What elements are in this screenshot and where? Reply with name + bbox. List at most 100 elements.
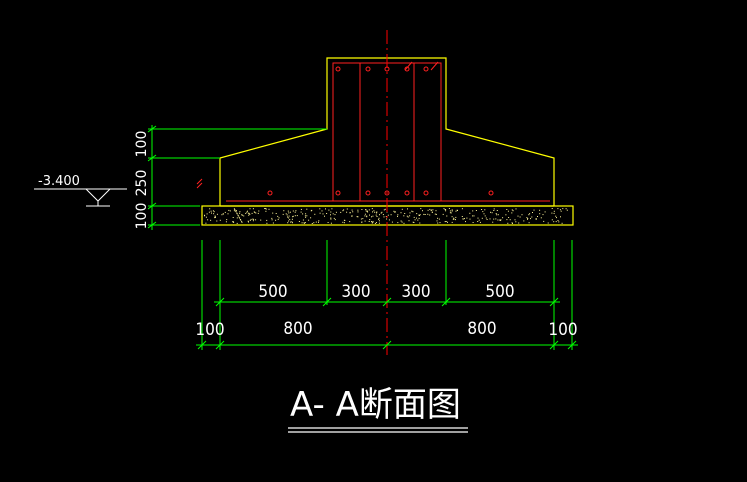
hatch-speckle (400, 220, 402, 222)
hatch-speckle (216, 220, 218, 222)
hatch-speckle (484, 209, 486, 211)
hatch-speckle (278, 217, 280, 219)
hatch-speckle (266, 219, 268, 221)
hatch-speckle (382, 214, 384, 216)
hatch-speckle (420, 208, 422, 210)
hatch-speckle (314, 213, 316, 215)
hatch-speckle (412, 221, 414, 223)
elevation-marker: -3.400 (34, 174, 127, 207)
hatch-speckle (236, 213, 238, 215)
hatch-speckle (322, 213, 324, 215)
hatch-speckle (207, 219, 209, 221)
hatch-speckle (401, 221, 403, 223)
hatch-speckle (401, 208, 403, 210)
hatch-speckle (343, 219, 345, 221)
hatch-speckle (455, 216, 457, 218)
hatch-speckle (544, 211, 546, 213)
hatch-speckle (451, 210, 453, 212)
hatch-speckle (292, 216, 294, 218)
hatch-speckle (419, 215, 420, 216)
hatch-speckle (304, 222, 306, 224)
hatch-speckle (325, 208, 326, 210)
hatch-speckle (251, 212, 253, 214)
hatch-speckle (265, 208, 267, 209)
hatch-speckle (472, 210, 474, 212)
hatch-speckle (364, 220, 366, 222)
hatch-speckle (400, 212, 402, 214)
hatch-speckle (378, 217, 380, 219)
hatch-speckle (243, 215, 245, 217)
hatch-speckle (301, 222, 303, 224)
hatch-speckle (275, 213, 277, 214)
hatch-speckle (294, 215, 296, 217)
hatch-speckle (282, 213, 284, 215)
hatch-speckle (365, 209, 367, 211)
hatch-speckle (246, 211, 248, 213)
hatch-speckle (448, 208, 450, 209)
hatch-speckle (530, 218, 531, 220)
hatch-speckle (260, 219, 262, 221)
hatch-speckle (265, 210, 267, 212)
dimension-row-2 (196, 340, 578, 350)
hatch-speckle (532, 212, 533, 213)
hatch-speckle (493, 218, 495, 220)
hatch-speckle (559, 209, 561, 211)
hatch-speckle (214, 217, 216, 219)
hatch-speckle (443, 208, 445, 210)
hatch-speckle (252, 208, 254, 210)
hatch-speckle (446, 215, 448, 217)
hatch-speckle (438, 218, 440, 220)
hatch-speckle (288, 212, 290, 214)
hatch-speckle (351, 215, 353, 217)
hatch-speckle (247, 210, 248, 212)
hatch-speckle (403, 215, 405, 217)
hatch-speckle (492, 221, 494, 223)
hatch-speckle (416, 213, 418, 215)
hatch-speckle (432, 209, 434, 211)
hatch-speckle (229, 210, 231, 212)
vdim-label-bottom: 100 (134, 203, 150, 230)
hatch-speckle (542, 214, 544, 216)
hatch-speckle (491, 212, 493, 214)
hatch-speckle (351, 209, 353, 211)
vertical-dim-labels: 100 250 100 (134, 131, 150, 230)
hatch-speckle (511, 212, 513, 214)
hatch-speckle (562, 208, 564, 210)
hatch-speckle (372, 221, 374, 223)
hatch-speckle (298, 221, 300, 222)
hatch-speckle (288, 220, 290, 222)
hatch-speckle (369, 214, 370, 216)
hatch-speckle (304, 222, 306, 223)
hatch-speckle (342, 210, 344, 212)
hatch-speckle (349, 212, 351, 214)
hatch-speckle (450, 212, 452, 214)
hatch-speckle (326, 213, 328, 214)
hatch-speckle (508, 217, 510, 218)
hatch-speckle (346, 208, 348, 210)
hatch-speckle (551, 208, 553, 209)
hatch-speckle (248, 221, 249, 223)
hatch-speckle (543, 220, 545, 222)
hatch-speckle (397, 215, 398, 217)
hatch-speckle (378, 218, 380, 220)
hatch-speckle (519, 216, 521, 218)
hatch-speckle (371, 208, 373, 210)
hatch-speckle (232, 221, 234, 223)
hatch-speckle (232, 221, 234, 223)
hatch-speckle (496, 214, 498, 216)
hatch-speckle (509, 219, 511, 221)
hatch-speckle (288, 215, 290, 217)
hatch-speckle (346, 211, 348, 213)
hatch-speckle (236, 217, 238, 219)
hatch-speckle (349, 221, 351, 223)
hatch-speckle (391, 221, 393, 223)
hatch-speckle (360, 218, 362, 220)
hatch-speckle (292, 222, 293, 224)
hatch-speckle (551, 219, 553, 221)
hatch-speckle (310, 210, 312, 212)
hatch-speckle (523, 220, 525, 222)
hatch-speckle (528, 214, 530, 216)
hatch-speckle (461, 216, 463, 217)
hatch-speckle (527, 218, 529, 219)
